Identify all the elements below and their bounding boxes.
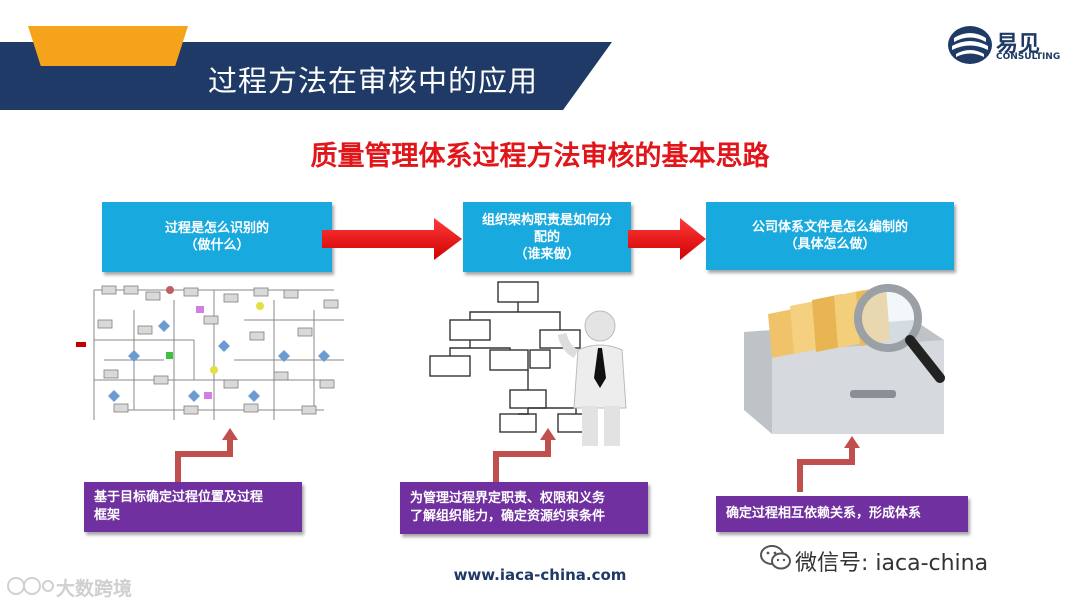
note-box-documents: 确定过程相互依赖关系，形成体系 (716, 496, 968, 532)
watermark-text: 大数跨境 (56, 578, 133, 600)
connector-arrow-icon (175, 428, 238, 484)
step-box-organize: 组织架构职责是如何分 配的 （谁来做） (463, 202, 631, 272)
step-2-line-1: 组织架构职责是如何分 (481, 212, 612, 228)
connector-arrow-icon (797, 436, 860, 492)
logo-text-cn: 易见 (996, 32, 1041, 57)
step-2-line-3: （谁来做） (514, 246, 580, 262)
header-accent-tab (28, 26, 188, 66)
website-url: www.iaca-china.com (453, 566, 627, 584)
wechat-icon (760, 545, 791, 570)
note-3-line-1: 确定过程相互依赖关系，形成体系 (726, 506, 922, 521)
process-flowchart-image (74, 280, 352, 428)
main-title: 质量管理体系过程方法审核的基本思路 (310, 141, 770, 172)
arrow-right-icon (322, 218, 462, 260)
note-box-identify: 基于目标确定过程位置及过程 框架 (84, 482, 302, 532)
step-1-line-1: 过程是怎么识别的 (164, 221, 269, 236)
step-2-line-2: 配的 (533, 229, 560, 245)
step-box-identify: 过程是怎么识别的 （做什么） (102, 202, 332, 272)
note-2-line-1: 为管理过程界定职责、权限和义务 (410, 491, 606, 506)
org-chart-image (429, 281, 627, 446)
step-3-line-2: （具体怎么做） (784, 237, 876, 252)
step-3-line-1: 公司体系文件是怎么编制的 (751, 220, 908, 235)
logo-text-en: CONSULTING (996, 52, 1061, 62)
slide-title: 过程方法在审核中的应用 (208, 64, 539, 98)
note-2-line-2: 了解组织能力，确定资源约束条件 (410, 509, 606, 524)
connector-arrow-icon (493, 428, 556, 484)
step-box-documents: 公司体系文件是怎么编制的 （具体怎么做） (706, 202, 954, 270)
step-1-line-2: （做什么） (184, 238, 250, 253)
note-1-line-1: 基于目标确定过程位置及过程 (94, 490, 264, 505)
logo-icon (948, 26, 992, 64)
wechat-id: 微信号: iaca-china (795, 551, 989, 576)
arrow-right-icon (628, 218, 706, 260)
file-cabinet-image (738, 282, 946, 436)
watermark-logo-icon (7, 577, 54, 595)
note-1-line-2: 框架 (94, 508, 121, 523)
note-box-organize: 为管理过程界定职责、权限和义务 了解组织能力，确定资源约束条件 (400, 482, 648, 534)
